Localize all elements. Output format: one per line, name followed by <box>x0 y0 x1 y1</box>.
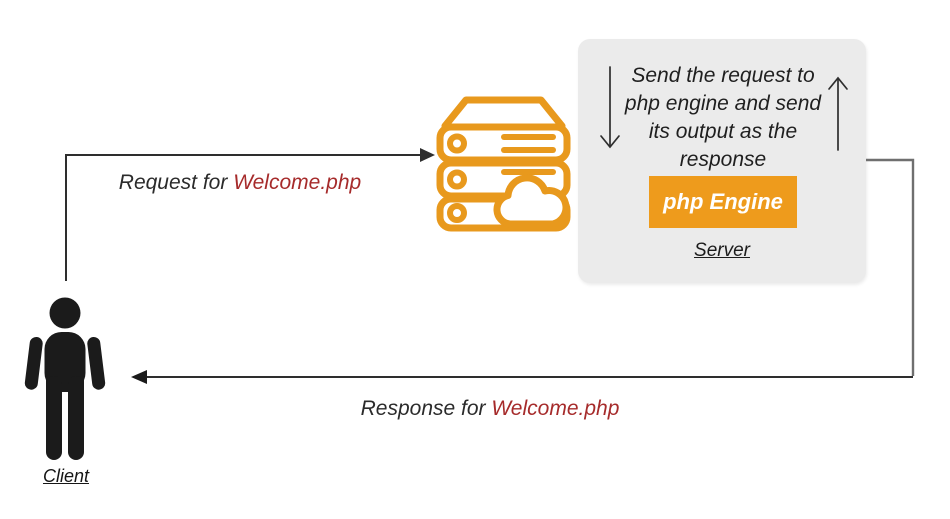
client-label: Client <box>42 466 90 486</box>
person-silhouette-icon <box>24 297 106 460</box>
request-label-file: Welcome.php <box>233 171 362 194</box>
arrow-right-icon <box>65 148 435 281</box>
server-panel: Send the request to php engine and send … <box>578 39 866 283</box>
response-label: Response for Welcome.php <box>350 397 630 421</box>
php-engine-box: php Engine <box>649 176 797 228</box>
php-engine-label: php Engine <box>663 189 783 214</box>
server-stack-cloud-icon <box>436 96 571 232</box>
response-label-prefix: Response for <box>360 397 492 420</box>
request-label: Request for Welcome.php <box>100 171 380 195</box>
request-label-prefix: Request for <box>118 171 234 194</box>
response-label-file: Welcome.php <box>491 397 620 420</box>
panel-description: Send the request to php engine and send … <box>624 64 822 171</box>
server-label: Server <box>694 240 750 261</box>
